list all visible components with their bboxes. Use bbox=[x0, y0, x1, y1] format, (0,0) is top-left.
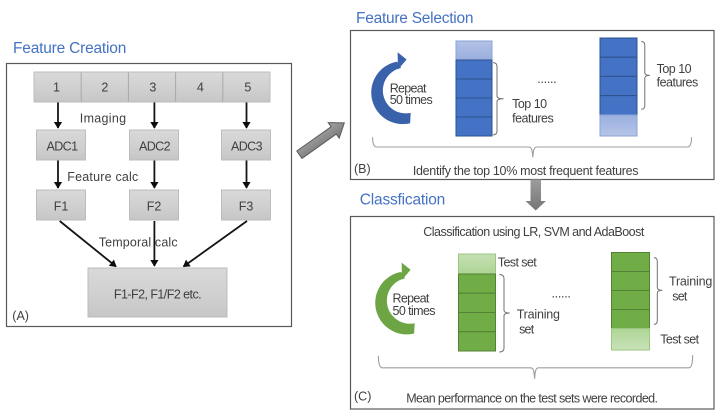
svg-text:F1: F1 bbox=[54, 200, 69, 214]
svg-text:50 times: 50 times bbox=[390, 93, 433, 107]
svg-text:(C): (C) bbox=[354, 390, 371, 404]
svg-text:......: ...... bbox=[552, 286, 571, 300]
svg-text:Test set: Test set bbox=[660, 333, 699, 347]
svg-text:Classfication: Classfication bbox=[360, 191, 445, 208]
svg-text:2: 2 bbox=[101, 80, 108, 94]
svg-text:(A): (A) bbox=[12, 309, 29, 323]
svg-text:ADC1: ADC1 bbox=[47, 140, 79, 154]
svg-text:Repeat: Repeat bbox=[393, 292, 430, 306]
svg-text:Temporal calc: Temporal calc bbox=[99, 235, 178, 249]
svg-text:set: set bbox=[519, 323, 535, 337]
svg-text:features: features bbox=[512, 111, 553, 125]
svg-text:ADC3: ADC3 bbox=[231, 140, 263, 154]
svg-text:Top 10: Top 10 bbox=[512, 97, 547, 111]
svg-text:3: 3 bbox=[149, 80, 156, 94]
svg-text:set: set bbox=[672, 290, 688, 304]
svg-text:F1-F2, F1/F2 etc.: F1-F2, F1/F2 etc. bbox=[114, 288, 201, 302]
svg-text:features: features bbox=[657, 76, 698, 90]
svg-text:5: 5 bbox=[244, 80, 251, 94]
svg-text:50 times: 50 times bbox=[393, 304, 436, 318]
svg-text:4: 4 bbox=[197, 80, 204, 94]
svg-text:Training: Training bbox=[517, 308, 560, 322]
svg-text:Test set: Test set bbox=[498, 256, 537, 270]
svg-text:Mean performance on the test s: Mean performance on the test sets were r… bbox=[406, 391, 657, 405]
svg-text:ADC2: ADC2 bbox=[139, 140, 171, 154]
svg-text:Training: Training bbox=[669, 274, 712, 288]
svg-text:(B): (B) bbox=[354, 162, 371, 176]
svg-text:F3: F3 bbox=[239, 200, 254, 214]
svg-text:Identify the top 10% most freq: Identify the top 10% most frequent featu… bbox=[413, 164, 638, 178]
svg-text:Imaging: Imaging bbox=[80, 111, 127, 125]
svg-text:1: 1 bbox=[53, 80, 60, 94]
svg-text:Classification using LR, SVM a: Classification using LR, SVM and AdaBoos… bbox=[423, 225, 645, 239]
svg-text:Feature Selection: Feature Selection bbox=[356, 10, 473, 27]
svg-text:Repeat: Repeat bbox=[390, 82, 427, 96]
svg-text:Feature calc: Feature calc bbox=[67, 170, 138, 184]
svg-text:Top 10: Top 10 bbox=[657, 62, 692, 76]
svg-text:F2: F2 bbox=[147, 200, 162, 214]
svg-text:Feature Creation: Feature Creation bbox=[13, 40, 126, 57]
svg-text:......: ...... bbox=[537, 72, 556, 86]
